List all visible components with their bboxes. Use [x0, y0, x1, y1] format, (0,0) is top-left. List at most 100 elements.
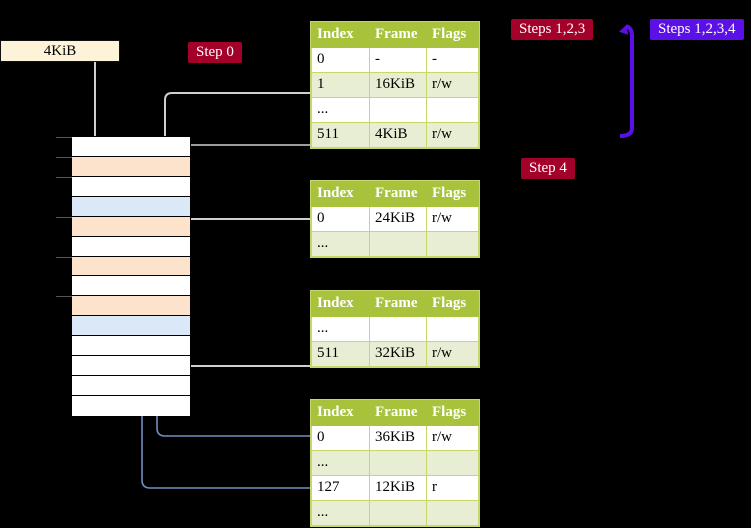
cell-index: ...	[311, 450, 370, 476]
cell-flags: r/w	[426, 72, 479, 98]
memory-row	[56, 176, 190, 197]
memory-row	[72, 236, 190, 257]
memory-row	[72, 336, 190, 357]
cell-frame	[369, 316, 427, 342]
cell-flags: r/w	[426, 122, 479, 148]
badge-steps-123-text: Steps 1,2,3	[519, 21, 586, 37]
cell-flags	[426, 231, 479, 257]
cell-index: 511	[311, 122, 370, 148]
memory-row	[72, 276, 190, 297]
connector-pd-entry	[173, 316, 310, 367]
memory-row	[56, 216, 190, 237]
badge-step-4-text: Step 4	[529, 160, 567, 176]
cell-index: ...	[311, 500, 370, 526]
cell-index: ...	[311, 316, 370, 342]
memory-row	[72, 316, 190, 337]
cell-index: 0	[311, 47, 370, 73]
column-header-flags: Flags	[426, 400, 479, 426]
memory-row	[56, 156, 190, 177]
cell-flags	[426, 500, 479, 526]
cell-flags	[426, 97, 479, 123]
table-row: 0--	[311, 47, 479, 73]
cell-frame: 4KiB	[369, 122, 427, 148]
cell-index: ...	[311, 231, 370, 257]
cell-frame	[369, 97, 427, 123]
connector-pdp-entry	[178, 218, 310, 261]
cell-index: 1	[311, 72, 370, 98]
table-row: ...	[311, 316, 479, 342]
cell-frame: 16KiB	[369, 72, 427, 98]
badge-step-4: Step 4	[521, 158, 575, 179]
table-header-row: Index Frame Flags	[311, 22, 479, 48]
column-header-flags: Flags	[426, 291, 479, 317]
table-header-row: Index Frame Flags	[311, 181, 479, 207]
badge-step-0-text: Step 0	[196, 44, 234, 60]
column-header-index: Index	[311, 291, 370, 317]
memory-row-tick	[56, 256, 72, 258]
cell-frame	[369, 231, 427, 257]
cell-frame	[369, 450, 427, 476]
memory-row	[72, 196, 190, 217]
cell-index: 0	[311, 206, 370, 232]
cell-frame: 24KiB	[369, 206, 427, 232]
memory-row	[56, 137, 190, 157]
column-header-frame: Frame	[369, 400, 427, 426]
column-header-index: Index	[311, 181, 370, 207]
memory-row-tick	[56, 156, 72, 158]
column-header-frame: Frame	[369, 22, 427, 48]
column-header-flags: Flags	[426, 181, 479, 207]
cell-flags: r/w	[426, 425, 479, 451]
cell-flags	[426, 316, 479, 342]
table-row: ...	[311, 450, 479, 476]
cell-index: ...	[311, 97, 370, 123]
memory-row	[72, 396, 190, 416]
memory-row-tick	[56, 176, 72, 178]
memory-row	[56, 256, 190, 277]
cell-frame: 12KiB	[369, 475, 427, 501]
cell-flags: -	[426, 47, 479, 73]
cell-frame: -	[369, 47, 427, 73]
cell-frame: 36KiB	[369, 425, 427, 451]
badge-step-0: Step 0	[188, 42, 242, 63]
cell-index: 0	[311, 425, 370, 451]
column-header-flags: Flags	[426, 22, 479, 48]
memory-row	[72, 356, 190, 377]
memory-row	[56, 296, 190, 317]
cell-flags	[426, 450, 479, 476]
table-row: ...	[311, 97, 479, 123]
badge-steps-1234: Steps 1,2,3,4	[650, 19, 744, 40]
size-label-box: 4KiB	[0, 40, 120, 62]
physical-memory-column	[56, 136, 191, 416]
table-row: ...	[311, 231, 479, 257]
cell-flags: r/w	[426, 341, 479, 367]
column-header-index: Index	[311, 22, 370, 48]
cell-index: 127	[311, 475, 370, 501]
connector-steps-violet	[619, 24, 634, 138]
column-header-frame: Frame	[369, 291, 427, 317]
memory-row-tick	[56, 296, 72, 298]
table-header-row: Index Frame Flags	[311, 291, 479, 317]
column-header-frame: Frame	[369, 181, 427, 207]
column-header-index: Index	[311, 400, 370, 426]
badge-steps-123: Steps 1,2,3	[511, 19, 594, 40]
size-label-text: 4KiB	[43, 43, 77, 59]
memory-row	[72, 376, 190, 397]
memory-row-tick	[56, 137, 72, 138]
cell-frame: 32KiB	[369, 341, 427, 367]
badge-steps-1234-text: Steps 1,2,3,4	[658, 21, 736, 37]
cell-index: 511	[311, 341, 370, 367]
